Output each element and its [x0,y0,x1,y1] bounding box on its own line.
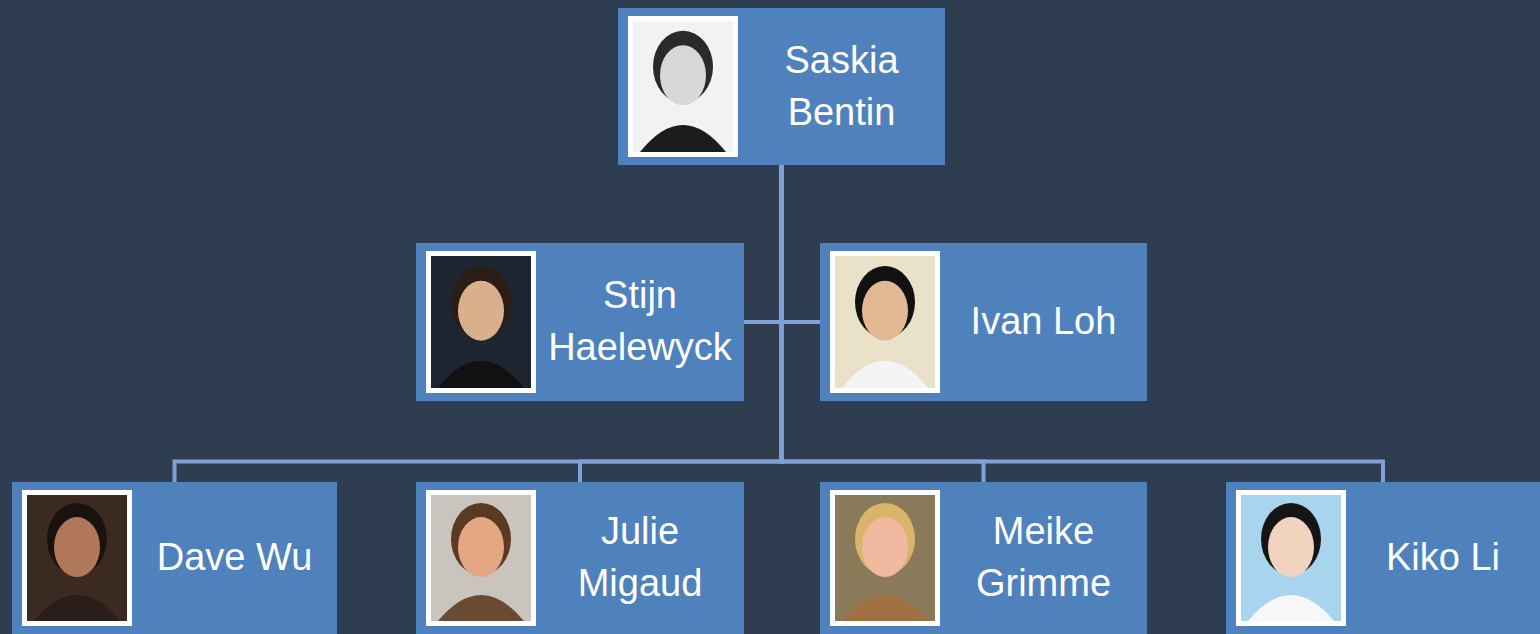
person-name: Ivan Loh [940,296,1147,348]
org-connector [782,165,821,322]
person-name: Stijn Haelewyck [536,270,744,373]
person-box: Ivan Loh [820,243,1147,401]
person-name: Kiko Li [1346,532,1540,584]
person-box: Stijn Haelewyck [416,243,744,401]
person-box: Saskia Bentin [618,8,945,165]
person-name: Meike Grimme [940,506,1147,609]
person-box: Julie Migaud [416,482,744,634]
portrait-photo [426,251,536,393]
person-box: Meike Grimme [820,482,1147,634]
org-connector [782,165,1384,482]
portrait-photo [426,490,536,626]
org-connector [175,165,782,482]
person-box: Dave Wu [12,482,337,634]
person-box: Kiko Li [1226,482,1540,634]
portrait-photo [628,16,738,157]
org-connector [744,165,782,322]
portrait-photo [830,490,940,626]
person-name: Saskia Bentin [738,35,945,138]
person-name: Dave Wu [132,532,337,584]
person-name: Julie Migaud [536,506,744,609]
portrait-photo [22,490,132,626]
portrait-photo [1236,490,1346,626]
portrait-photo [830,251,940,393]
